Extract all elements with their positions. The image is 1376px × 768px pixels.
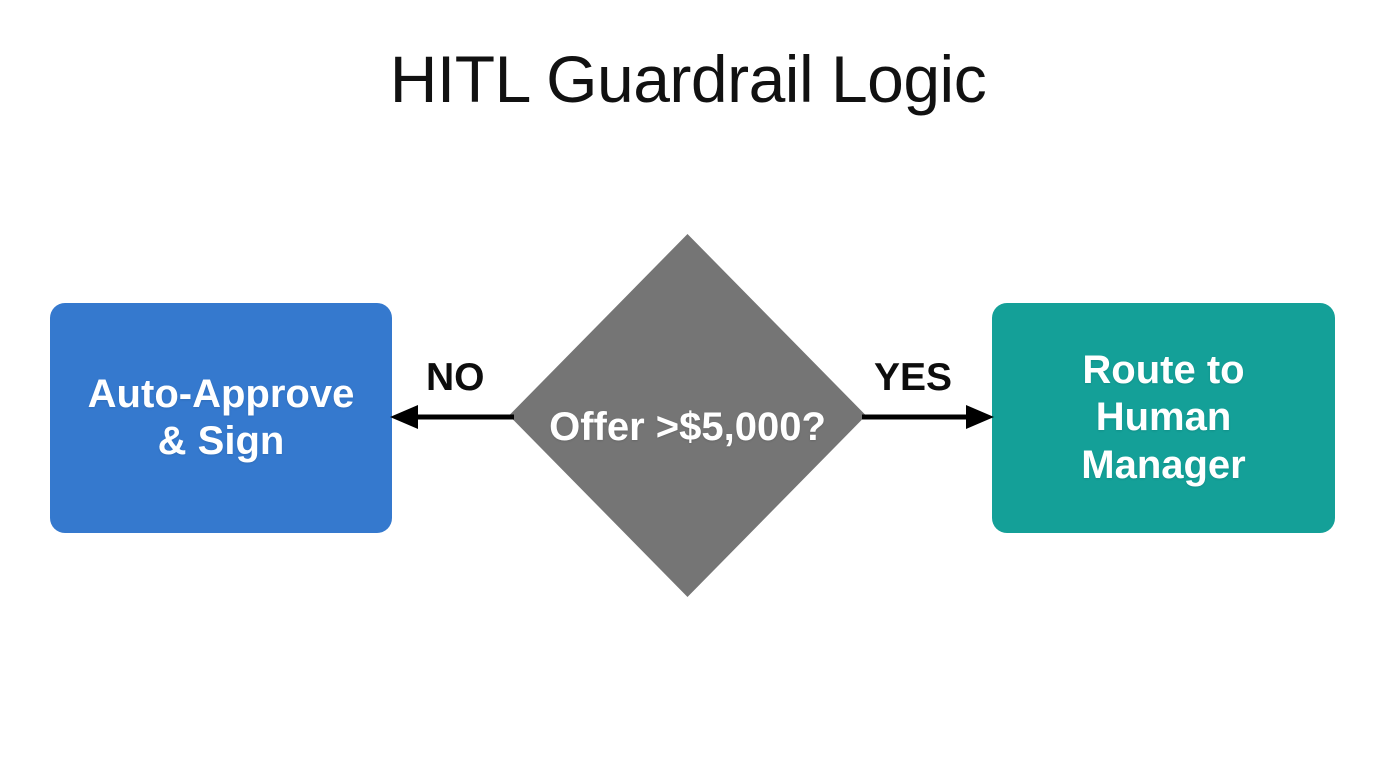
node-auto-approve-line1: Auto-Approve: [87, 371, 355, 416]
node-route-human-line2: Human: [1095, 395, 1232, 440]
node-decision-line1: Offer >: [549, 405, 680, 450]
node-route-human-line3: Manager: [1081, 442, 1246, 487]
node-decision-line2: $5,000?: [679, 405, 826, 450]
edge-yes-label: YES: [874, 356, 953, 399]
node-auto-approve-line2: & Sign: [157, 419, 285, 463]
node-decision-label: Offer >$5,000?: [509, 234, 866, 597]
page-title: HITL Guardrail Logic: [389, 42, 987, 116]
edge-yes-arrow: [862, 405, 994, 429]
node-auto-approve-label: Auto-Approve& Sign: [68, 371, 374, 465]
edge-no-label: NO: [426, 356, 485, 399]
node-decision[interactable]: Offer >$5,000?: [509, 234, 866, 597]
edge-no-arrow: [390, 405, 514, 429]
node-auto-approve[interactable]: Auto-Approve& Sign: [50, 303, 392, 533]
node-route-human-line1: Route to: [1082, 348, 1245, 393]
